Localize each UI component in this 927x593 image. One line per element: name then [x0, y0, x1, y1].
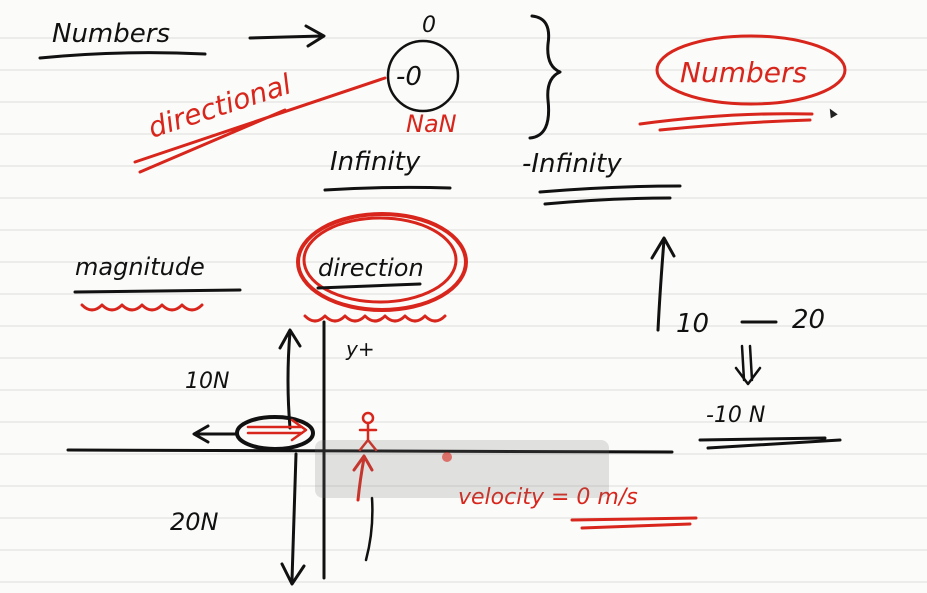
direction-circle — [296, 212, 468, 312]
neg-ten-n-label: -10 N — [706, 403, 765, 428]
numbers-circled-label: Numbers — [680, 56, 807, 89]
directional-underline — [133, 76, 387, 174]
numbers-heading-underline — [38, 51, 207, 60]
infinity-label: Infinity — [330, 147, 421, 177]
down-arrow-icon — [280, 452, 306, 586]
magnitude-underline — [73, 288, 242, 294]
magnitude-label: magnitude — [75, 253, 205, 281]
object-ellipse — [235, 415, 315, 451]
neg-zero-label: -0 — [396, 62, 422, 92]
velocity-underline — [570, 516, 698, 530]
direction-circle-2 — [302, 216, 458, 304]
object-red-arrow — [246, 418, 308, 442]
up-arrow-icon — [278, 328, 302, 430]
neg-infinity-label: -Infinity — [522, 149, 622, 179]
red-up-arrow-icon — [352, 454, 374, 502]
velocity-label: velocity = 0 m/s — [458, 485, 638, 510]
direction-label: direction — [318, 254, 424, 282]
neg-zero-circle — [386, 39, 460, 113]
video-controls-overlay[interactable] — [315, 440, 609, 498]
numbers-circle — [655, 34, 847, 106]
ten-label: 10 — [676, 309, 709, 339]
right-arrow-icon — [248, 24, 326, 48]
x-axis-line — [66, 448, 674, 454]
direction-wave — [303, 314, 447, 323]
stick-figure-icon — [358, 411, 378, 452]
neg-infinity-underline — [538, 184, 682, 206]
nan-label: NaN — [406, 110, 457, 138]
y-plus-label: y+ — [345, 337, 375, 361]
tall-up-arrow-icon — [650, 236, 676, 332]
twenty-n-label: 20N — [170, 508, 219, 536]
magnitude-wave — [80, 303, 204, 312]
neg-ten-n-underline — [698, 436, 842, 450]
direction-underline — [316, 282, 422, 290]
black-down-arrow-icon — [364, 496, 374, 562]
curly-brace — [528, 14, 562, 140]
ruled-lines — [0, 37, 927, 583]
left-arrow-icon — [192, 424, 238, 444]
double-down-arrow-icon — [734, 344, 762, 386]
infinity-underline — [323, 185, 452, 192]
record-dot-icon — [442, 452, 452, 462]
zero-label: 0 — [422, 13, 436, 38]
twenty-label: 20 — [792, 305, 825, 335]
numbers-red-underline — [638, 112, 814, 132]
numbers-heading: Numbers — [52, 19, 170, 49]
ten-n-label: 10N — [185, 369, 229, 394]
